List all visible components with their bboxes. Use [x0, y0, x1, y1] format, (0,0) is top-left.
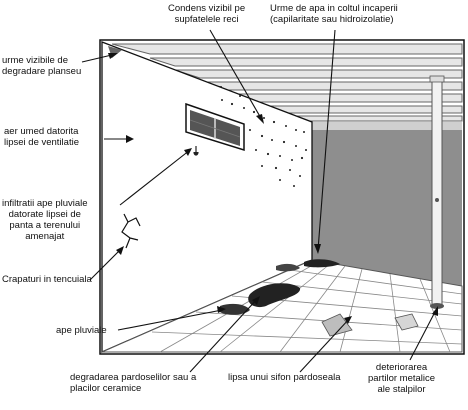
condensation-dots — [221, 95, 307, 187]
plaster-crack — [121, 213, 141, 249]
ceiling-beams — [111, 43, 463, 122]
corner-water-stain — [304, 259, 340, 268]
label-pillar-corrosion: deteriorarea partilor metalice ale stalp… — [368, 362, 436, 395]
window — [185, 102, 245, 152]
pillar-cap — [429, 75, 445, 83]
label-water-corner: Urme de apa in coltul incaperii (capilar… — [270, 3, 398, 25]
back-wall — [300, 130, 462, 286]
label-plaster-cracks: Crapaturi in tencuiala — [2, 274, 92, 285]
back-wall-top — [300, 122, 462, 130]
broken-tile — [321, 313, 353, 337]
label-floor-degradation: degradarea pardoselilor sau a placilor c… — [70, 372, 197, 394]
floor-stain — [220, 303, 250, 315]
label-slab-degradation: urme vizibile de degradare planseu — [2, 55, 82, 77]
label-rain-water: ape pluviale — [56, 325, 107, 336]
label-missing-drain: lipsa unui sifon pardoseala — [228, 372, 341, 383]
label-rain-infiltration: infiltratii ape pluviale datorate lipsei… — [2, 198, 88, 242]
broken-tile — [394, 313, 419, 331]
label-condensation: Condens vizibil pe supfatelele reci — [168, 3, 246, 25]
rain-puddle — [248, 283, 301, 308]
pillar-base-corrosion — [430, 303, 444, 309]
floor-stain — [276, 263, 300, 272]
pointer-arrowheads — [108, 53, 438, 324]
water-drip — [193, 146, 199, 156]
floor — [101, 259, 463, 353]
metal-pillar — [431, 79, 443, 307]
label-damp-air: aer umed datorita lipsei de ventilatie — [4, 126, 79, 148]
